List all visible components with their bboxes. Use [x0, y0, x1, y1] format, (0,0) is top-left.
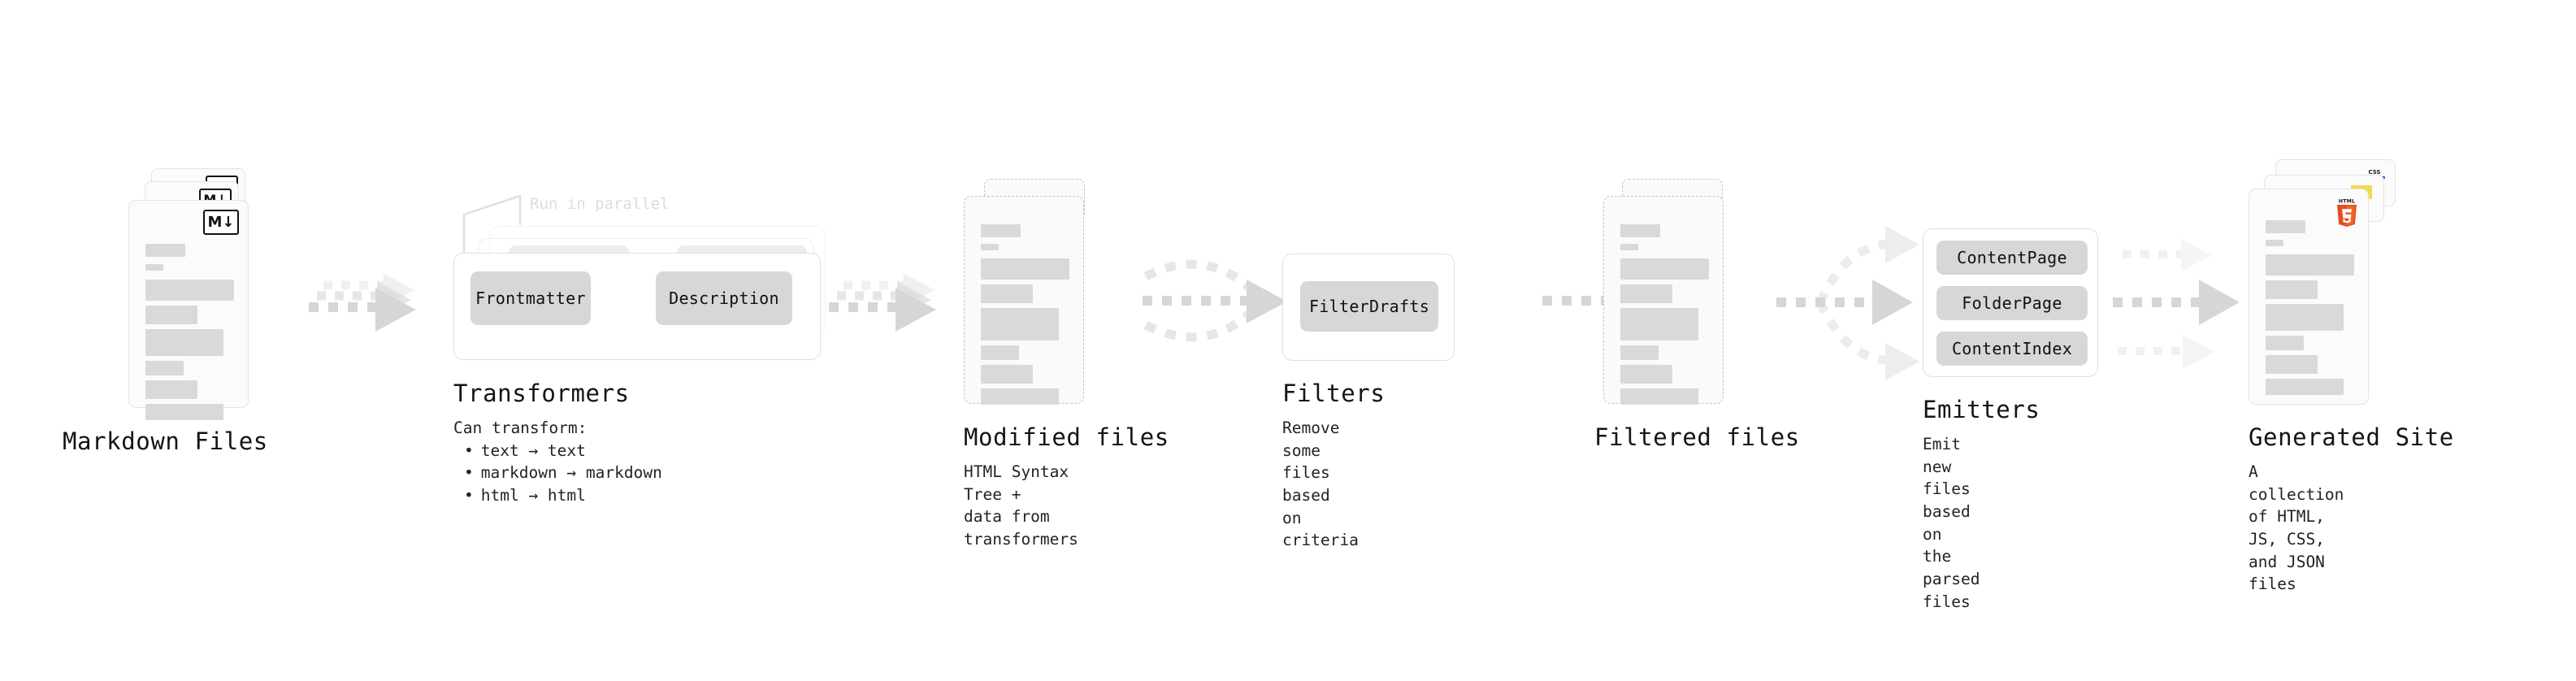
- stage-title-markdown-files: Markdown Files: [63, 427, 268, 455]
- markdown-badge: M↓: [203, 210, 239, 235]
- emitters-pill-folderpage[interactable]: FolderPage: [1936, 286, 2088, 320]
- doc-bar: [2266, 379, 2344, 395]
- transformer-box: Frontmatter Description: [453, 253, 821, 360]
- doc-bar: [2266, 280, 2318, 299]
- generated-site-description: A collection of HTML, JS, CSS, and JSON …: [2249, 462, 2344, 594]
- emitters-pill-contentindex[interactable]: ContentIndex: [1936, 332, 2088, 366]
- doc-bar: [1620, 388, 1698, 405]
- stage-title-modified-files: Modified files: [964, 423, 1169, 451]
- doc-bar: [2266, 304, 2344, 331]
- doc-bar: [2266, 254, 2354, 275]
- transformer-pill-frontmatter[interactable]: Frontmatter: [471, 271, 591, 325]
- transformers-bullet-item: html → html: [464, 484, 662, 507]
- arrow-transformers-to-modified: [829, 273, 936, 332]
- arrow-emitters-to-site: [2113, 239, 2240, 369]
- markdown-card-front: M↓: [128, 200, 249, 420]
- doc-bar: [145, 306, 197, 324]
- doc-bar: [145, 244, 185, 257]
- transformers-bullet-item: text → text: [464, 440, 662, 462]
- run-in-parallel-label: Run in parallel: [530, 195, 670, 213]
- stage-markdown-files: M↓ M↓ M↓ Markdown Files: [0, 0, 325, 681]
- doc-bar: [1620, 345, 1659, 360]
- html5-icon: HTML: [2335, 197, 2359, 227]
- doc-bar: [981, 345, 1019, 360]
- transformers-description-head: Can transform:: [453, 419, 588, 437]
- doc-bar: [981, 308, 1059, 340]
- stage-filters: FilterDrafts Filters Remove some files b…: [0, 0, 1455, 549]
- doc-bar: [981, 224, 1021, 237]
- stage-title-filtered-files: Filtered files: [1594, 423, 1800, 451]
- filters-box: FilterDrafts: [1282, 254, 1455, 361]
- stage-generated-site: CSS HTML Ge: [0, 0, 2453, 593]
- doc-bar: [1620, 284, 1672, 303]
- doc-bar: [145, 329, 223, 356]
- doc-bar: [1620, 308, 1698, 340]
- doc-bar: [145, 264, 163, 271]
- site-card-front-html: HTML: [2249, 189, 2369, 405]
- doc-bar: [981, 244, 999, 250]
- filters-description: Remove some files based on criteria: [1282, 419, 1359, 550]
- doc-bar: [2266, 240, 2283, 246]
- html5-shield-svg: HTML: [2337, 199, 2357, 227]
- transformer-pill-description[interactable]: Description: [656, 271, 792, 325]
- modified-card-front: [964, 196, 1084, 405]
- stage-emitters: ContentPage FolderPage ContentIndex Emit…: [0, 0, 2098, 611]
- transformers-bullet-item: markdown → markdown: [464, 462, 662, 484]
- filters-pill-filterdrafts[interactable]: FilterDrafts: [1300, 281, 1438, 332]
- emitters-description: Emit new files based on the parsed files: [1923, 435, 1980, 611]
- svg-text:HTML: HTML: [2339, 199, 2355, 205]
- doc-bar: [981, 284, 1033, 303]
- doc-bar: [1620, 244, 1638, 250]
- doc-bar: [981, 388, 1059, 405]
- doc-bar: [2266, 355, 2318, 374]
- doc-bar: [1620, 224, 1660, 237]
- doc-bar: [981, 258, 1069, 280]
- doc-bar: [1620, 365, 1672, 384]
- doc-bar: [2266, 336, 2304, 350]
- stage-modified-files: Modified files HTML Syntax Tree + data f…: [0, 0, 1169, 549]
- transformers-description: Can transform: text → text markdown → ma…: [453, 417, 662, 507]
- modified-files-description: HTML Syntax Tree + data from transformer…: [964, 462, 1078, 549]
- doc-bar: [145, 380, 197, 399]
- doc-bar: [145, 280, 234, 301]
- doc-bar: [2266, 220, 2305, 233]
- emitters-pill-contentpage[interactable]: ContentPage: [1936, 241, 2088, 275]
- stage-title-emitters: Emitters: [1923, 396, 2040, 423]
- doc-bar: [145, 361, 184, 375]
- stage-title-generated-site: Generated Site: [2249, 423, 2454, 451]
- filtered-card-front: [1603, 196, 1724, 405]
- doc-bar: [1620, 258, 1709, 280]
- transformers-bullets: text → text markdown → markdown html → h…: [453, 440, 662, 507]
- arrow-filtered-to-emitters: [1776, 226, 1919, 380]
- doc-bar: [145, 404, 223, 420]
- stage-title-transformers: Transformers: [453, 380, 630, 407]
- stage-filtered-files: Filtered files: [0, 0, 1799, 451]
- stage-transformers: Run in parallel x x x x Frontmatter Desc…: [0, 0, 826, 505]
- emitters-box: ContentPage FolderPage ContentIndex: [1923, 228, 2098, 377]
- doc-bar: [981, 365, 1033, 384]
- stage-title-filters: Filters: [1282, 380, 1386, 407]
- arrow-modified-to-filters: [1143, 259, 1287, 342]
